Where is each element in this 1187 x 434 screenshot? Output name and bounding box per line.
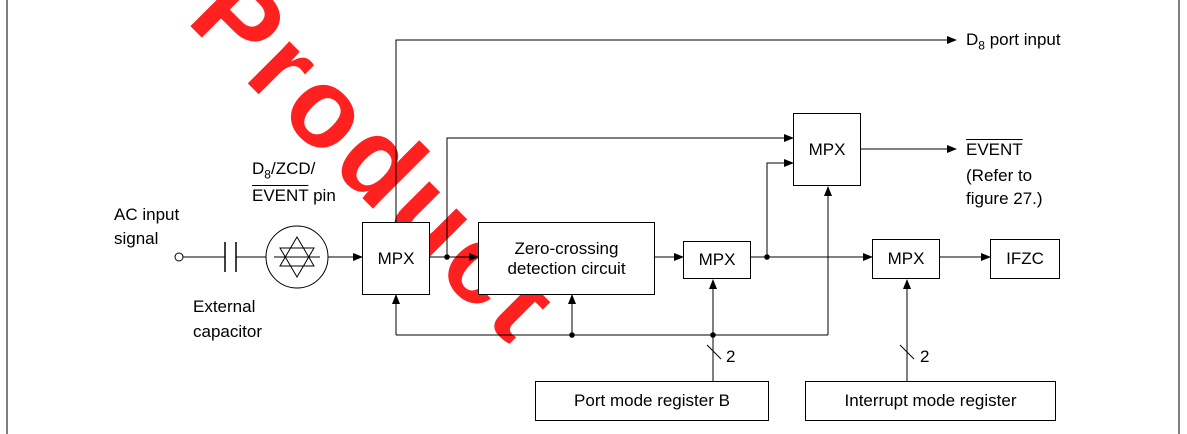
refer-line1: (Refer to	[966, 166, 1033, 185]
junction-dot	[764, 254, 770, 260]
pin-suffix: pin	[308, 186, 336, 205]
d8-letter: D	[966, 30, 979, 49]
junction-dot	[710, 332, 716, 338]
ac-input-line1: AC input	[114, 205, 180, 224]
external-capacitor-line1: External	[193, 297, 256, 316]
d8-port-input-label: D8 port input	[966, 30, 1061, 55]
d8-subscript: 8	[978, 38, 985, 53]
mpx-ifzc-block: MPX	[872, 239, 940, 279]
junction-dot	[444, 254, 450, 260]
junction-dot	[569, 332, 575, 338]
event-output-label: EVENT	[966, 140, 1023, 159]
mpx-event-block: MPX	[793, 113, 861, 186]
pin-zcd-text: /ZCD/	[270, 159, 316, 178]
zero-crossing-line2: detection circuit	[507, 258, 626, 278]
pin-d-letter: D	[252, 159, 265, 178]
refer-line2: figure 27.)	[966, 189, 1043, 208]
bus-slash-2	[899, 344, 915, 360]
bus-width-label-1: 2	[726, 347, 736, 366]
port-mode-register-b-block: Port mode register B	[535, 381, 769, 421]
mpx-zcd-block: MPX	[683, 241, 751, 279]
bus-width-label-2: 2	[920, 347, 930, 366]
external-capacitor-line2: capacitor	[193, 322, 262, 341]
ac-input-terminal	[174, 252, 184, 262]
mpx-input-block: MPX	[362, 222, 430, 295]
pin-label-line2: EVENT pin	[252, 186, 336, 206]
pin-subscript: 8	[264, 167, 271, 182]
ac-input-line2: signal	[114, 229, 159, 248]
pin-event-text: EVENT	[252, 186, 309, 205]
interrupt-mode-register-block: Interrupt mode register	[805, 381, 1056, 421]
pin-protection-symbol	[265, 225, 329, 289]
pin-label-line1: D8/ZCD/	[252, 159, 315, 184]
zero-crossing-line1: Zero-crossing	[514, 238, 619, 258]
port-input-text: port input	[984, 30, 1061, 49]
bus-slash-1	[706, 344, 722, 360]
ifzc-block: IFZC	[990, 239, 1060, 279]
zero-crossing-detection-block: Zero-crossing detection circuit	[478, 222, 655, 295]
